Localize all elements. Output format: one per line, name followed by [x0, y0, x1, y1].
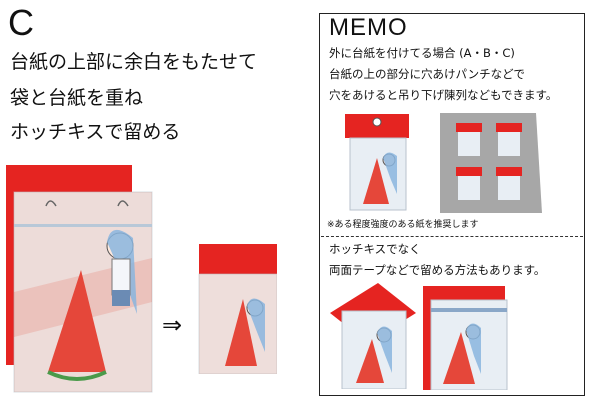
- taped-card-illustration: [423, 286, 508, 390]
- instruction-line-1: 台紙の上部に余白をもたせて: [10, 51, 258, 73]
- memo-divider: [321, 236, 583, 237]
- memo-title: MEMO: [329, 14, 408, 41]
- section-letter: C: [8, 2, 34, 43]
- memo-note: ※ある程度強度のある紙を推奨します: [327, 220, 479, 230]
- large-card-illustration: [6, 165, 153, 393]
- folded-header-illustration: [330, 283, 416, 389]
- memo-panel: [319, 13, 585, 396]
- instruction-line-3: ホッチキスで留める: [10, 121, 181, 143]
- memo-line-1: 外に台紙を付けてる場合 (A・B・C): [329, 46, 515, 60]
- hang-card-illustration: [345, 114, 409, 211]
- result-card-illustration: [198, 244, 277, 374]
- memo-line-2: 台紙の上の部分に穴あけパンチなどで: [329, 67, 525, 81]
- display-board-illustration: [440, 113, 542, 213]
- result-arrow: ⇒: [162, 311, 183, 339]
- memo-line-4: ホッチキスでなく: [329, 242, 421, 256]
- instruction-line-2: 袋と台紙を重ね: [10, 87, 144, 109]
- memo-line-5: 両面テープなどで留める方法もあります。: [329, 263, 546, 277]
- memo-line-3: 穴をあけると吊り下げ陳列などもできます。: [329, 88, 558, 102]
